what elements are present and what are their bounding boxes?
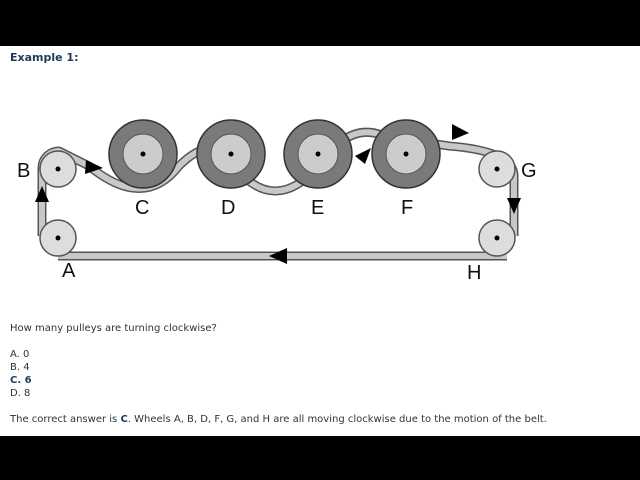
arrow-top-left-right	[85, 160, 103, 174]
pulley-e	[283, 119, 353, 189]
answer-suffix: . Wheels A, B, D, F, G, and H are all mo…	[127, 414, 547, 425]
pulley-b	[39, 150, 77, 188]
label-f: F	[401, 197, 414, 219]
question-text: How many pulleys are turning clockwise?	[10, 323, 217, 334]
arrow-right-side-down	[507, 198, 521, 214]
page: Example 1:	[0, 46, 640, 436]
pulley-svg	[35, 119, 521, 264]
pulley-g	[478, 150, 516, 188]
answer-explanation: The correct answer is C. Wheels A, B, D,…	[10, 414, 547, 425]
label-b: B	[17, 160, 31, 182]
arrow-left-side-up	[35, 186, 49, 202]
pulley-f	[371, 119, 441, 189]
label-d: D	[221, 197, 236, 219]
label-g: G	[521, 160, 537, 182]
option-d: D. 8	[10, 388, 31, 399]
pulley-d	[196, 119, 266, 189]
pulley-a	[39, 219, 77, 257]
label-h: H	[467, 262, 482, 284]
label-a: A	[62, 260, 76, 282]
label-c: C	[135, 197, 150, 219]
option-c: C. 6	[10, 375, 32, 386]
answer-options: A. 0 B. 4 C. 6 D. 8	[10, 348, 32, 400]
option-a: A. 0	[10, 349, 30, 360]
example-heading: Example 1:	[10, 51, 79, 64]
pulley-c	[108, 119, 178, 189]
option-b: B. 4	[10, 362, 30, 373]
answer-letter: C	[120, 414, 128, 425]
pulley-h	[478, 219, 516, 257]
arrow-top-right-right	[452, 124, 469, 140]
answer-prefix: The correct answer is	[10, 414, 118, 425]
label-e: E	[311, 197, 325, 219]
arrow-bottom-left	[269, 248, 287, 264]
pulley-diagram: B A C D E F G H	[9, 76, 542, 308]
arrow-between-e-f	[355, 148, 371, 164]
